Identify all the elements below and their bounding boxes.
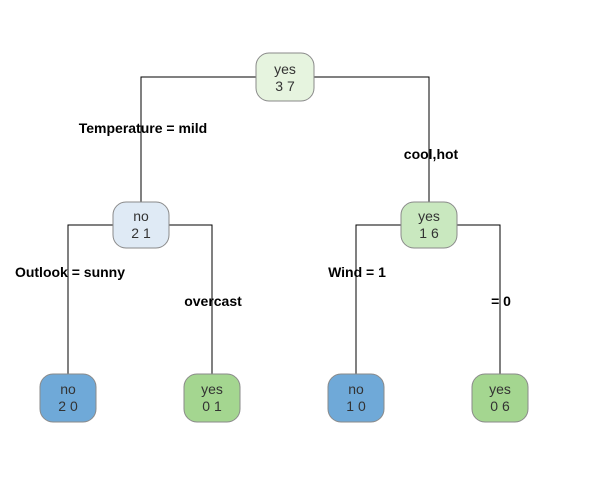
split-label-outlook: Outlook = sunny [15, 264, 125, 280]
node-root-class: yes [274, 61, 296, 77]
leaf-left-right-class: yes [201, 381, 223, 397]
leaf-right-left-counts: 1 0 [346, 398, 366, 414]
node-right-counts: 1 6 [419, 225, 439, 241]
node-root-box [255, 52, 315, 102]
leaf-left-right: yes 0 1 [183, 373, 241, 423]
node-root-counts: 3 7 [275, 78, 295, 94]
leaf-left-left-counts: 2 0 [58, 398, 78, 414]
edge-right-right [457, 224, 501, 374]
leaf-left-left-box [39, 373, 97, 423]
split-label-cool-hot: cool,hot [404, 146, 459, 162]
leaf-right-right-class: yes [489, 381, 511, 397]
leaf-right-right-box [471, 373, 529, 423]
leaf-left-left-class: no [60, 381, 76, 397]
split-label-overcast: overcast [184, 293, 242, 309]
edge-right-left [355, 224, 401, 374]
node-left-class: no [133, 208, 149, 224]
edge-root-left [140, 76, 256, 202]
edge-left-left [67, 224, 113, 374]
node-right-class: yes [418, 208, 440, 224]
leaf-left-right-box [183, 373, 241, 423]
edge-left-right [169, 224, 213, 374]
leaf-left-right-counts: 0 1 [202, 398, 222, 414]
split-label-zero: = 0 [491, 293, 511, 309]
edge-root-right [314, 76, 430, 202]
node-left: no 2 1 [112, 201, 170, 249]
node-root: yes 3 7 [255, 52, 315, 102]
node-left-box [112, 201, 170, 249]
node-right: yes 1 6 [400, 201, 458, 249]
split-label-temperature: Temperature = mild [79, 120, 208, 136]
node-right-box [400, 201, 458, 249]
leaf-right-left-box [327, 373, 385, 423]
leaf-right-right-counts: 0 6 [490, 398, 510, 414]
leaf-left-left: no 2 0 [39, 373, 97, 423]
leaf-right-right: yes 0 6 [471, 373, 529, 423]
leaf-right-left: no 1 0 [327, 373, 385, 423]
node-left-counts: 2 1 [131, 225, 151, 241]
split-label-wind: Wind = 1 [328, 264, 386, 280]
leaf-right-left-class: no [348, 381, 364, 397]
